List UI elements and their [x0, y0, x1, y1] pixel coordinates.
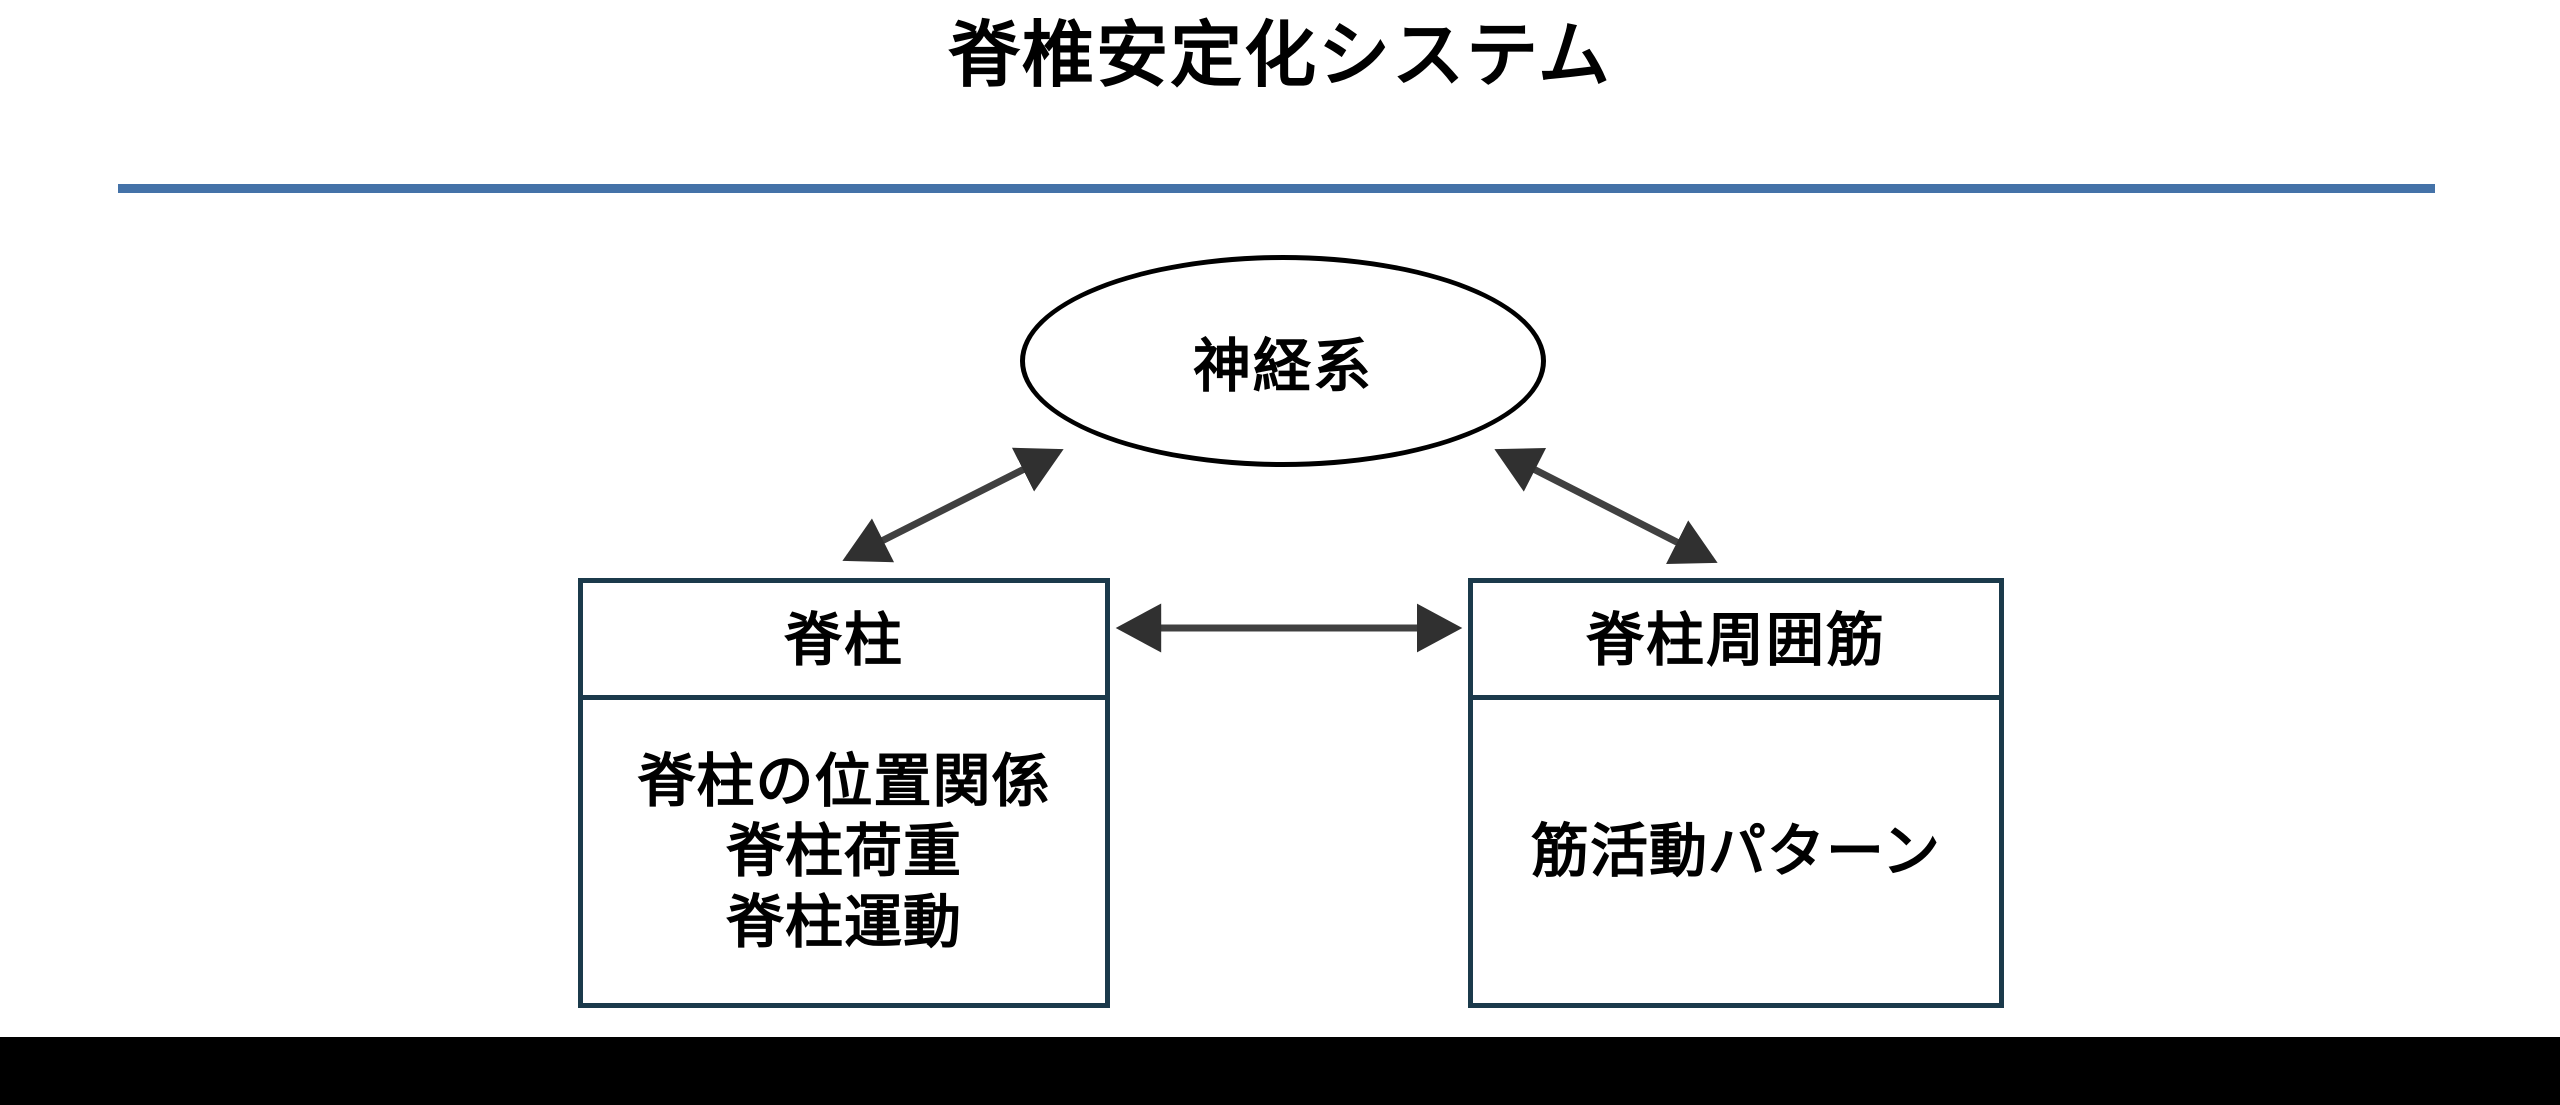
- node-spine-line-3: 脊柱運動: [725, 887, 962, 956]
- connector-nervous-system-to-muscles: [1494, 447, 1718, 565]
- connector-spine-to-nervous-system: [842, 447, 1064, 563]
- node-nervous-system[interactable]: 神経系: [1020, 255, 1546, 467]
- node-paraspinal-muscles-line-1: 筋活動パターン: [1530, 817, 1942, 886]
- node-spine-body: 脊柱の位置関係 脊柱荷重 脊柱運動: [583, 700, 1105, 1003]
- title-divider-rule: [118, 184, 2435, 193]
- node-paraspinal-muscles[interactable]: 脊柱周囲筋 筋活動パターン: [1468, 578, 2004, 1008]
- page-title: 脊椎安定化システム: [948, 13, 1612, 97]
- node-paraspinal-muscles-body: 筋活動パターン: [1473, 700, 1999, 1003]
- node-nervous-system-label: 神経系: [1192, 332, 1373, 400]
- node-paraspinal-muscles-header: 脊柱周囲筋: [1473, 583, 1999, 700]
- node-spine-line-2: 脊柱荷重: [725, 817, 962, 886]
- footer-bar: [0, 1037, 2560, 1105]
- node-spine[interactable]: 脊柱 脊柱の位置関係 脊柱荷重 脊柱運動: [578, 578, 1110, 1008]
- node-spine-header: 脊柱: [583, 583, 1105, 700]
- node-spine-line-1: 脊柱の位置関係: [637, 746, 1051, 815]
